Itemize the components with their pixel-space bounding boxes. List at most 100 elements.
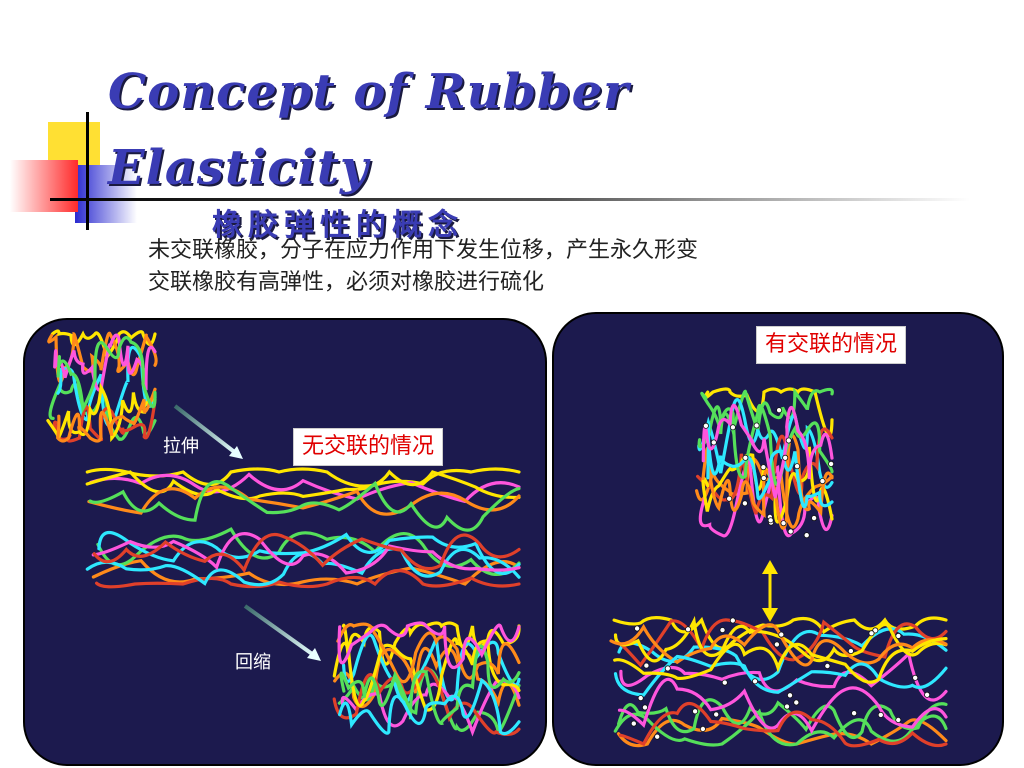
polymer-chain [88,480,521,532]
recovered-chain-bundle [332,621,521,737]
polymer-chain [87,485,521,516]
crosslink-point [773,641,780,648]
polymer-chain [46,382,157,443]
polymer-chain [617,698,948,739]
slide-title: Concept of Rubber Elasticity [108,64,630,196]
crosslink-point [726,495,733,502]
polymer-chain [92,532,521,574]
stretch-arrow-head-icon [229,446,243,459]
polymer-chain [336,622,521,684]
crosslink-point [811,515,818,522]
polymer-chain [616,716,948,748]
polymer-chain [700,387,834,438]
polymer-chain [612,616,948,650]
polymer-chain [613,654,948,697]
initial-chain-bundle [46,329,158,443]
crosslink-point [685,626,692,633]
crosslink-point [786,692,793,699]
crosslink-point [824,663,831,670]
crosslink-point [634,625,641,632]
crosslink-point [643,662,650,669]
crosslink-point [719,627,726,634]
uncrosslinked-label: 无交联的情况 [293,428,444,466]
uncrosslinked-illustration [46,329,521,737]
stretch-arrow-icon [173,404,239,456]
recover-arrow-head-icon [307,648,321,661]
crosslink-point [637,695,644,702]
uncrosslinked-panel: 拉伸 回缩 无交联的情况 [23,318,547,766]
crosslink-point [912,674,919,681]
decor-red-square [10,160,78,212]
recover-arrow-icon [243,604,317,658]
polymer-chain [338,677,521,736]
text-line-uncrosslinked: 未交联橡胶，分子在应力作用下发生位移，产生永久形变 [148,238,699,263]
crosslink-point [787,528,794,535]
stretched-chain-bundle [85,467,521,589]
polymer-chain [339,644,521,725]
polymer-chain [85,547,521,587]
crosslink-point [713,711,720,718]
crosslink-point [851,710,858,717]
crosslink-point [776,407,783,414]
crosslink-point [819,478,826,485]
crosslink-point [793,699,800,706]
polymer-chain [706,422,834,509]
crosslink-point [710,439,717,446]
crosslink-point [780,520,787,527]
recover-label: 回缩 [235,652,271,673]
polymer-chain [613,637,948,684]
polymer-chain [613,708,948,747]
crosslinked-compact-bundle [695,387,835,539]
polymer-chain [701,434,834,530]
decor-vertical-line [86,112,89,230]
crosslinked-stretched-bundle [609,615,948,748]
polymer-chain [617,677,948,735]
crosslink-point [785,437,792,444]
crosslinked-illustration [609,387,948,748]
stretch-label: 拉伸 [163,436,199,457]
polymer-chain [56,387,157,443]
double-arrow-icon [762,560,778,622]
crosslink-point [760,475,767,482]
crosslink-point [702,422,709,429]
polymer-chain [56,336,157,414]
decor-horizontal-line [50,198,970,201]
crosslink-point [642,704,649,711]
polymer-chain [337,621,521,670]
polymer-chain [609,623,948,667]
crosslink-point [847,648,854,655]
crosslink-point [895,717,902,724]
crosslink-point [760,464,767,471]
crosslink-point [630,720,637,727]
crosslink-point [692,708,699,715]
polymer-chain [701,403,834,499]
crosslink-point [895,632,902,639]
crosslink-point [828,460,835,467]
crosslink-point [877,711,884,718]
polymer-chain [613,615,948,663]
text-line-crosslinked: 交联橡胶有高弹性，必须对橡胶进行硫化 [148,270,545,295]
crosslink-point [783,703,790,710]
crosslink-point [741,500,748,507]
crosslink-point [721,679,728,686]
crosslink-point [924,691,931,698]
polymer-chain [697,404,834,487]
crosslink-point [868,630,875,637]
slide-subtitle: 橡胶弹性的概念 [212,208,464,243]
crosslink-point [742,454,749,461]
crosslink-point [729,617,736,624]
crosslink-point [778,631,785,638]
polymer-chain [89,472,521,504]
polymer-chain [95,569,521,589]
crosslink-point [729,424,736,431]
crosslinked-panel: 有交联的情况 [552,312,1004,766]
polymer-chain [50,329,157,361]
crosslink-point [803,532,810,539]
crosslink-point [782,454,789,461]
crosslink-point [664,665,671,672]
crosslink-point [751,678,758,685]
crosslink-point [753,422,760,429]
crosslink-point [654,733,661,740]
polymer-chain [618,702,948,748]
crosslinked-label: 有交联的情况 [756,326,907,364]
